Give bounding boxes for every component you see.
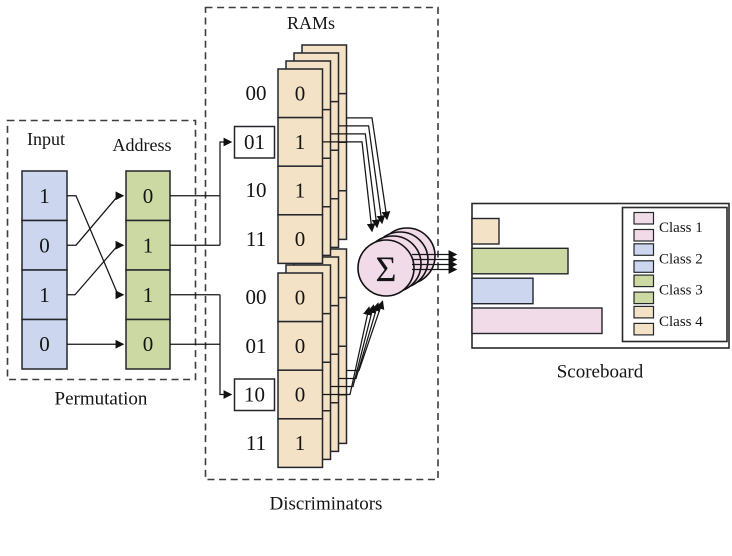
address-bit: 1 xyxy=(143,283,154,307)
ram-top-stack: 0 1 1 0 00 01 10 11 xyxy=(233,44,348,265)
wire-to-ram-top-selected xyxy=(219,137,233,246)
score-bar-class4 xyxy=(471,217,500,245)
wire-rambottom-sum-3 xyxy=(338,302,381,380)
wire-ramtop-sum-2 xyxy=(330,133,381,229)
address-bit: 0 xyxy=(143,332,154,356)
ram-value: 1 xyxy=(295,130,306,154)
wire-to-ram-bottom-selected xyxy=(219,294,233,399)
discriminators-group: RAMs xyxy=(170,6,458,515)
ram-address: 00 xyxy=(246,81,267,105)
legend-box xyxy=(621,206,728,343)
wire-rambottom-sum-2 xyxy=(330,304,376,388)
wire-input3-address2 xyxy=(67,240,125,296)
legend-label: Class 3 xyxy=(659,283,703,299)
legend-swatch-class4 xyxy=(633,305,655,319)
score-bar-class2 xyxy=(471,277,534,305)
ram-bottom-stack: 0 0 0 1 00 01 10 11 xyxy=(233,248,348,469)
legend-swatch-class3 xyxy=(633,291,655,305)
ram-bottom-front: 0 0 0 1 xyxy=(277,272,324,469)
ram-cell xyxy=(277,165,324,216)
sum-circle-front xyxy=(357,239,415,297)
address-bit: 1 xyxy=(143,233,154,257)
selected-address-box xyxy=(233,378,276,412)
ram-address-selected: 10 xyxy=(244,383,265,407)
scoreboard-group: Class 1 Class 2 Class 3 Class 4 Scoreboa… xyxy=(471,202,730,383)
wire-input2-address1 xyxy=(67,191,125,246)
scoreboard-label: Scoreboard xyxy=(557,362,644,383)
ram-value: 0 xyxy=(295,227,306,251)
legend-label: Class 4 xyxy=(659,314,703,330)
permutation-group: Input Address 1 0 1 0 0 1 1 0 xyxy=(6,119,197,410)
ram-cell xyxy=(277,272,324,323)
legend-swatch-class3 xyxy=(633,274,655,288)
wire-ramtop-sum-1 xyxy=(322,141,376,233)
ram-value: 0 xyxy=(295,383,306,407)
wire-ramtop-sum-3 xyxy=(338,125,386,225)
score-bar-class1 xyxy=(471,307,603,335)
wire-ramtop-sum-4 xyxy=(346,117,391,221)
ram-cell xyxy=(277,369,324,420)
ram-address-selected: 01 xyxy=(244,130,265,154)
ram-address: 01 xyxy=(246,334,267,358)
sigma-symbol: Σ xyxy=(376,249,397,289)
input-bit: 1 xyxy=(39,283,50,307)
legend-swatch-class4 xyxy=(633,322,655,336)
ram-top-front: 0 1 1 0 xyxy=(277,68,324,265)
score-bar-class3 xyxy=(471,247,569,275)
legend-swatch-class1 xyxy=(633,228,655,242)
input-cell xyxy=(21,170,68,222)
ram-address: 11 xyxy=(246,431,266,455)
legend-swatch-class1 xyxy=(633,211,655,225)
address-bit: 0 xyxy=(143,184,154,208)
ram-value: 1 xyxy=(295,431,306,455)
wire-rambottom-sum-1 xyxy=(322,306,372,396)
address-cell xyxy=(125,219,171,271)
input-column: 1 0 1 0 xyxy=(21,170,68,370)
ram-value: 1 xyxy=(295,179,306,203)
permutation-dashed-box xyxy=(6,119,197,381)
input-bit: 0 xyxy=(39,332,50,356)
sum-node-stack: Σ xyxy=(357,227,436,297)
permutation-label: Permutation xyxy=(55,389,148,410)
ram-address: 10 xyxy=(246,178,267,202)
ram-address: 00 xyxy=(246,285,267,309)
scoreboard-legend: Class 1 Class 2 Class 3 Class 4 xyxy=(621,206,728,343)
discriminators-dashed-box xyxy=(204,6,439,481)
discriminators-label: Discriminators xyxy=(270,494,383,515)
legend-label: Class 1 xyxy=(659,220,703,236)
address-column: 0 1 1 0 xyxy=(125,170,171,370)
wire-rambottom-sum-4 xyxy=(346,300,385,372)
ram-cell xyxy=(277,214,324,265)
input-column-label: Input xyxy=(27,129,65,149)
rams-label: RAMs xyxy=(287,13,335,33)
ram-cell xyxy=(277,418,324,469)
wire-input1-address3 xyxy=(67,195,125,300)
ram-value: 0 xyxy=(295,81,306,105)
address-column-label: Address xyxy=(113,135,172,155)
selected-address-box xyxy=(233,125,276,159)
legend-swatch-class2 xyxy=(633,243,655,256)
legend-swatch-class2 xyxy=(633,260,655,273)
input-bit: 1 xyxy=(39,184,50,208)
ram-address: 11 xyxy=(246,227,266,251)
ram-cell xyxy=(277,116,324,167)
ram-value: 0 xyxy=(295,334,306,358)
ram-value: 0 xyxy=(295,285,306,309)
legend-label: Class 2 xyxy=(659,251,703,267)
ram-cell xyxy=(277,68,324,119)
address-cell xyxy=(125,318,171,370)
input-cell xyxy=(21,318,68,370)
input-bit: 0 xyxy=(39,233,50,257)
ram-cell xyxy=(277,320,324,371)
